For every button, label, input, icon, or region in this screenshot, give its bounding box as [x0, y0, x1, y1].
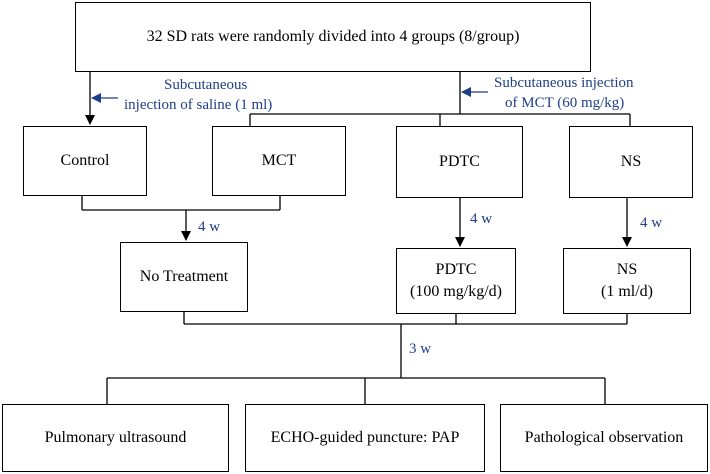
control-box: Control — [23, 126, 147, 196]
pdtc-dose-box: PDTC (100 mg/kg/d) — [396, 248, 516, 314]
ns-box: NS — [569, 126, 693, 198]
no-treatment-box-text: No Treatment — [139, 268, 229, 286]
mct-label-line1: Subcutaneous injection — [494, 75, 634, 91]
duration-label-left: 4 w — [198, 219, 221, 235]
no-treatment-box: No Treatment — [120, 242, 248, 312]
saline-label-line2: injection of saline (1 ml) — [124, 96, 273, 113]
pulmonary-ultrasound-box: Pulmonary ultrasound — [2, 404, 229, 472]
pdtc-dose-line2: (100 mg/kg/d) — [410, 283, 502, 300]
ns-box-text: NS — [620, 153, 642, 171]
top-box-text: 32 SD rats were randomly divided into 4 … — [146, 28, 520, 46]
echo-puncture-text: ECHO-guided puncture: PAP — [270, 429, 460, 447]
saline-label-line1: Subcutaneous — [164, 77, 248, 93]
pathological-observation-text: Pathological observation — [524, 429, 684, 447]
duration-label-bottom: 3 w — [409, 341, 432, 357]
ns-dose-line2: (1 ml/d) — [601, 283, 653, 300]
control-box-text: Control — [60, 152, 110, 170]
mct-box-text: MCT — [261, 152, 297, 170]
pulmonary-ultrasound-text: Pulmonary ultrasound — [44, 429, 187, 447]
pdtc-box: PDTC — [396, 126, 523, 198]
ns-dose-line1: NS — [616, 261, 638, 279]
echo-puncture-box: ECHO-guided puncture: PAP — [245, 404, 485, 472]
pdtc-dose-line1: PDTC — [435, 261, 477, 279]
mct-injection-label: Subcutaneous injection of MCT (60 mg/kg) — [494, 74, 634, 113]
pdtc-box-text: PDTC — [439, 153, 480, 171]
ns-dose-box: NS (1 ml/d) — [563, 248, 691, 314]
pathological-observation-box: Pathological observation — [500, 404, 708, 472]
mct-label-line2: of MCT (60 mg/kg) — [505, 94, 625, 111]
top-box: 32 SD rats were randomly divided into 4 … — [75, 2, 591, 72]
saline-injection-label: Subcutaneous injection of saline (1 ml) — [124, 76, 272, 115]
mct-box: MCT — [212, 126, 346, 196]
duration-label-mid: 4 w — [470, 211, 493, 227]
duration-label-right: 4 w — [640, 215, 663, 231]
